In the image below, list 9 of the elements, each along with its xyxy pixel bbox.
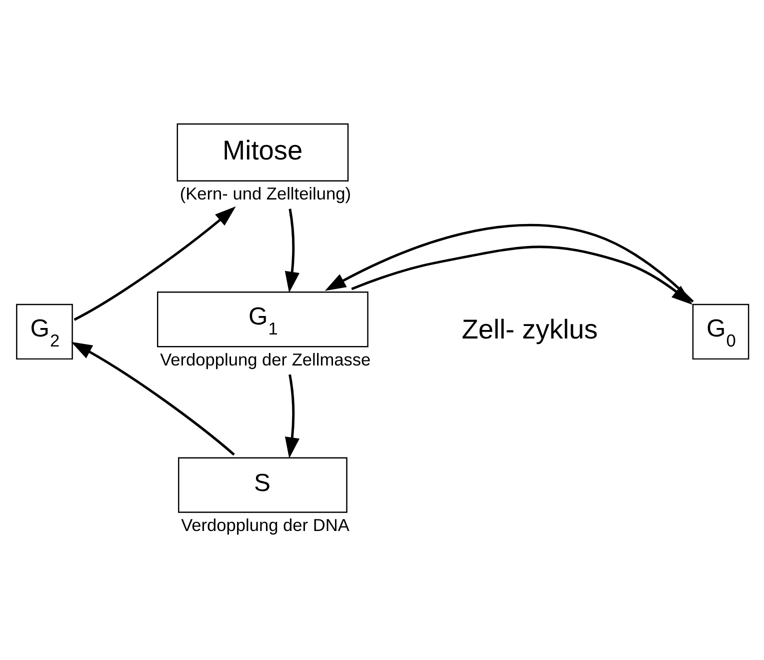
arrow xyxy=(284,374,300,458)
arrow xyxy=(74,206,236,320)
arrow xyxy=(71,341,235,456)
arrow xyxy=(324,223,694,302)
node-label: Verdopplung der Zellmasse xyxy=(160,348,371,369)
node-label: Verdopplung der DNA xyxy=(181,514,350,535)
arrow xyxy=(284,208,300,292)
node-label: (Kern- und Zellteilung) xyxy=(180,183,352,204)
label: Zell- zyklus xyxy=(462,313,598,344)
